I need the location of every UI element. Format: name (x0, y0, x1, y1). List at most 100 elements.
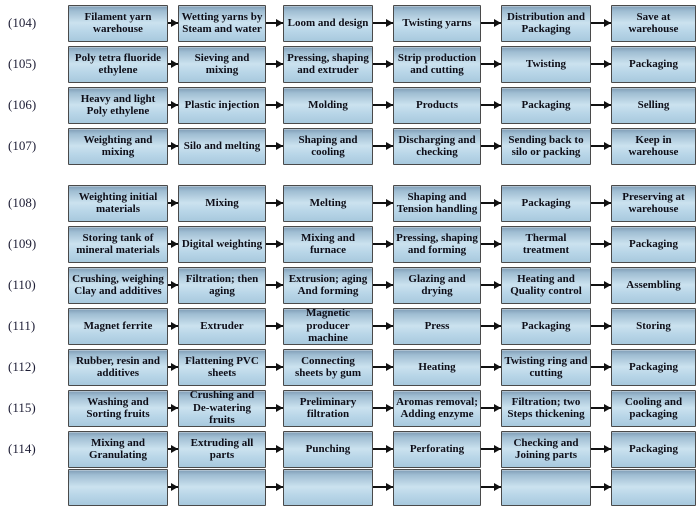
process-step-box: Crushing and De-watering fruits (178, 389, 266, 427)
process-step-box: Packaging (611, 348, 696, 386)
flow-arrow-icon (168, 307, 178, 345)
flow-arrow-icon (591, 127, 611, 165)
process-step-box: Extruder (178, 307, 266, 345)
process-step-box: Filtration; then aging (178, 266, 266, 304)
flow-arrow-icon (591, 266, 611, 304)
process-step-box: Press (393, 307, 481, 345)
flow-arrow-icon (373, 86, 393, 124)
flow-arrow-icon (266, 45, 283, 83)
flow-arrow-icon (373, 468, 393, 506)
process-step-box (68, 468, 168, 506)
process-step-box: Assembling (611, 266, 696, 304)
process-step-box: Distribution and Packaging (501, 4, 591, 42)
flow-arrow-icon (591, 45, 611, 83)
row-number-label: (110) (8, 277, 36, 292)
process-step-box: Mixing and furnace (283, 225, 373, 263)
flow-arrow-icon (168, 389, 178, 427)
flow-arrow-icon (373, 266, 393, 304)
process-step-box: Aromas removal; Adding enzyme (393, 389, 481, 427)
process-step-box: Products (393, 86, 481, 124)
process-chain: Filament yarn warehouse Wetting yarns by … (68, 4, 696, 42)
process-step-box: Preserving at warehouse (611, 184, 696, 222)
process-flow-diagram: (104) Filament yarn warehouse Wetting yarn… (0, 4, 700, 506)
process-step-box: Keep in warehouse (611, 127, 696, 165)
row-number-label: (106) (8, 97, 37, 112)
process-step-box (393, 468, 481, 506)
flow-arrow-icon (481, 184, 501, 222)
process-step-box: Twisting (501, 45, 591, 83)
flow-arrow-icon (266, 4, 283, 42)
flow-arrow-icon (481, 127, 501, 165)
process-step-box: Twisting ring and cutting (501, 348, 591, 386)
process-step-box: Heavy and light Poly ethylene (68, 86, 168, 124)
flow-arrow-icon (168, 266, 178, 304)
flow-arrow-icon (168, 45, 178, 83)
flow-arrow-icon (266, 430, 283, 468)
flow-arrow-icon (266, 86, 283, 124)
process-step-box: Punching (283, 430, 373, 468)
process-row: (115) Washing and Sorting fruits Crushing … (0, 389, 700, 427)
process-row: (110) Crushing, weighing Clay and additiv… (0, 266, 700, 304)
flow-arrow-icon (481, 430, 501, 468)
flow-arrow-icon (373, 430, 393, 468)
process-step-box: Weighting and mixing (68, 127, 168, 165)
process-step-box: Packaging (611, 225, 696, 263)
process-step-box: Storing tank of mineral materials (68, 225, 168, 263)
process-step-box: Shaping and Tension handling (393, 184, 481, 222)
process-step-box (611, 468, 696, 506)
flow-arrow-icon (481, 389, 501, 427)
process-chain (68, 468, 696, 506)
process-step-box: Perforating (393, 430, 481, 468)
flow-arrow-icon (168, 184, 178, 222)
flow-arrow-icon (591, 225, 611, 263)
flow-arrow-icon (373, 45, 393, 83)
process-step-box: Checking and Joining parts (501, 430, 591, 468)
process-step-box: Preliminary filtration (283, 389, 373, 427)
flow-arrow-icon (481, 4, 501, 42)
process-step-box: Save at warehouse (611, 4, 696, 42)
flow-arrow-icon (591, 430, 611, 468)
process-chain: Rubber, resin and additives Flattening PV… (68, 348, 696, 386)
flow-arrow-icon (373, 389, 393, 427)
process-step-box (283, 468, 373, 506)
process-step-box: Wetting yarns by Steam and water (178, 4, 266, 42)
row-number-label: (112) (8, 359, 36, 374)
process-step-box: Packaging (501, 184, 591, 222)
flow-arrow-icon (373, 127, 393, 165)
row-number-label: (115) (8, 400, 36, 415)
flow-arrow-icon (168, 225, 178, 263)
process-step-box: Rubber, resin and additives (68, 348, 168, 386)
row-number-label: (111) (8, 318, 36, 333)
process-step-box: Pressing, shaping and forming (393, 225, 481, 263)
flow-arrow-icon (591, 86, 611, 124)
process-step-box: Twisting yarns (393, 4, 481, 42)
flow-arrow-icon (481, 307, 501, 345)
flow-arrow-icon (373, 348, 393, 386)
row-number-label: (104) (8, 15, 37, 30)
flow-arrow-icon (168, 348, 178, 386)
process-row (0, 468, 700, 506)
flow-arrow-icon (481, 225, 501, 263)
flow-arrow-icon (266, 127, 283, 165)
flow-arrow-icon (481, 266, 501, 304)
process-step-box: Washing and Sorting fruits (68, 389, 168, 427)
process-step-box: Sieving and mixing (178, 45, 266, 83)
process-step-box: Sending back to silo or packing (501, 127, 591, 165)
process-step-box: Melting (283, 184, 373, 222)
process-step-box: Flattening PVC sheets (178, 348, 266, 386)
process-step-box: Filament yarn warehouse (68, 4, 168, 42)
flow-arrow-icon (266, 184, 283, 222)
flow-arrow-icon (481, 468, 501, 506)
flow-arrow-icon (168, 4, 178, 42)
process-row: (104) Filament yarn warehouse Wetting yarn… (0, 4, 700, 42)
process-step-box: Heating (393, 348, 481, 386)
row-number-label: (108) (8, 195, 37, 210)
flow-arrow-icon (168, 86, 178, 124)
flow-arrow-icon (481, 45, 501, 83)
